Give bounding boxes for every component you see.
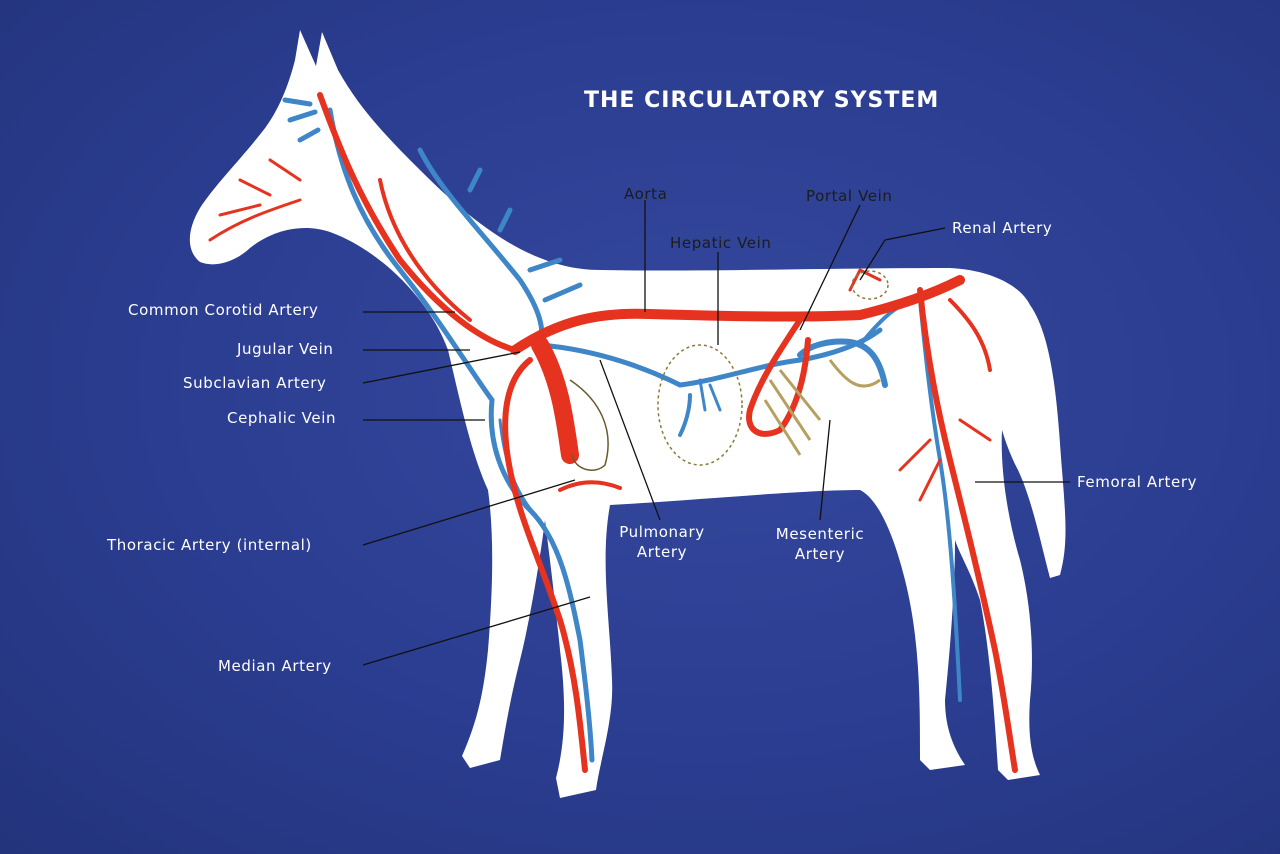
- label-mesenteric-artery-line2: Artery: [794, 545, 846, 563]
- intestines: [763, 359, 881, 456]
- label-pulmonary-artery-line2: Artery: [636, 543, 688, 561]
- organs: [657, 270, 889, 466]
- label-portal-vein: Portal Vein: [806, 187, 893, 205]
- label-pulmonary-artery-line1: Pulmonary: [619, 523, 705, 541]
- horse-silhouette: [189, 30, 1066, 798]
- leader-lines: [362, 200, 1070, 666]
- label-mesenteric-artery-line1: Mesenteric: [775, 525, 865, 543]
- label-pulmonary-artery: Pulmonary Artery: [612, 522, 712, 562]
- label-mesenteric-artery: Mesenteric Artery: [764, 524, 876, 564]
- label-renal-artery: Renal Artery: [952, 219, 1053, 237]
- label-common-carotid-artery: Common Corotid Artery: [128, 301, 319, 319]
- label-hepatic-vein: Hepatic Vein: [670, 234, 772, 252]
- diagram-title: THE CIRCULATORY SYSTEM: [584, 88, 940, 113]
- heart-lung: [569, 379, 609, 471]
- label-subclavian-artery: Subclavian Artery: [183, 374, 327, 392]
- label-thoracic-artery: Thoracic Artery (internal): [107, 536, 312, 554]
- arteries: [208, 92, 1018, 773]
- label-cephalic-vein: Cephalic Vein: [227, 409, 337, 427]
- label-aorta: Aorta: [624, 185, 668, 203]
- label-femoral-artery: Femoral Artery: [1077, 473, 1198, 491]
- label-jugular-vein: Jugular Vein: [237, 340, 334, 358]
- label-median-artery: Median Artery: [218, 657, 332, 675]
- veins: [282, 97, 962, 763]
